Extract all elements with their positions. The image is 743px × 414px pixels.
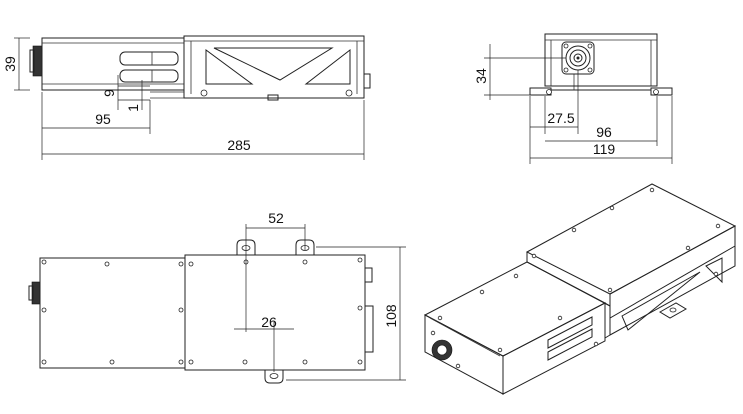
dim-overall-length: 285: [227, 137, 251, 153]
side-view-dimensions: 39 9 1 95 285: [2, 37, 365, 160]
dim-gap: 9: [101, 89, 117, 97]
mount-foot-right: [650, 87, 673, 96]
dim-mount-spacing: 52: [268, 210, 284, 226]
cross-brace-cutout: [213, 47, 334, 81]
dim-step: 1: [125, 104, 141, 112]
slot-upper: [119, 51, 179, 66]
slot-lower: [119, 69, 179, 83]
front-housing: [183, 35, 365, 99]
iso-front-box-top: [525, 183, 737, 295]
front-plate: [184, 254, 366, 371]
dim-port-offset: 27.5: [547, 110, 574, 126]
mount-tab-bottom: [264, 370, 284, 384]
iso-rear-box-end: [424, 314, 504, 395]
dim-side-height: 39: [2, 56, 18, 72]
rear-plate: [39, 257, 186, 369]
front-view-dimensions: 34 27.5 96 119: [473, 44, 673, 164]
iso-mount-tab: [659, 302, 687, 319]
front-view: [529, 33, 673, 96]
isometric-view: [423, 183, 737, 395]
dim-plate-width: 108: [383, 304, 399, 328]
connector-flange: [29, 49, 35, 73]
dim-front-height: 34: [473, 68, 489, 84]
dim-overall-width: 119: [593, 141, 616, 157]
dim-base-width: 96: [596, 124, 612, 140]
top-view-dimensions: 52 26 108: [234, 210, 406, 381]
top-view: [28, 239, 374, 384]
dim-port-spacing: 26: [261, 314, 277, 330]
dim-offset-length: 95: [95, 111, 111, 127]
side-view: [29, 35, 371, 101]
